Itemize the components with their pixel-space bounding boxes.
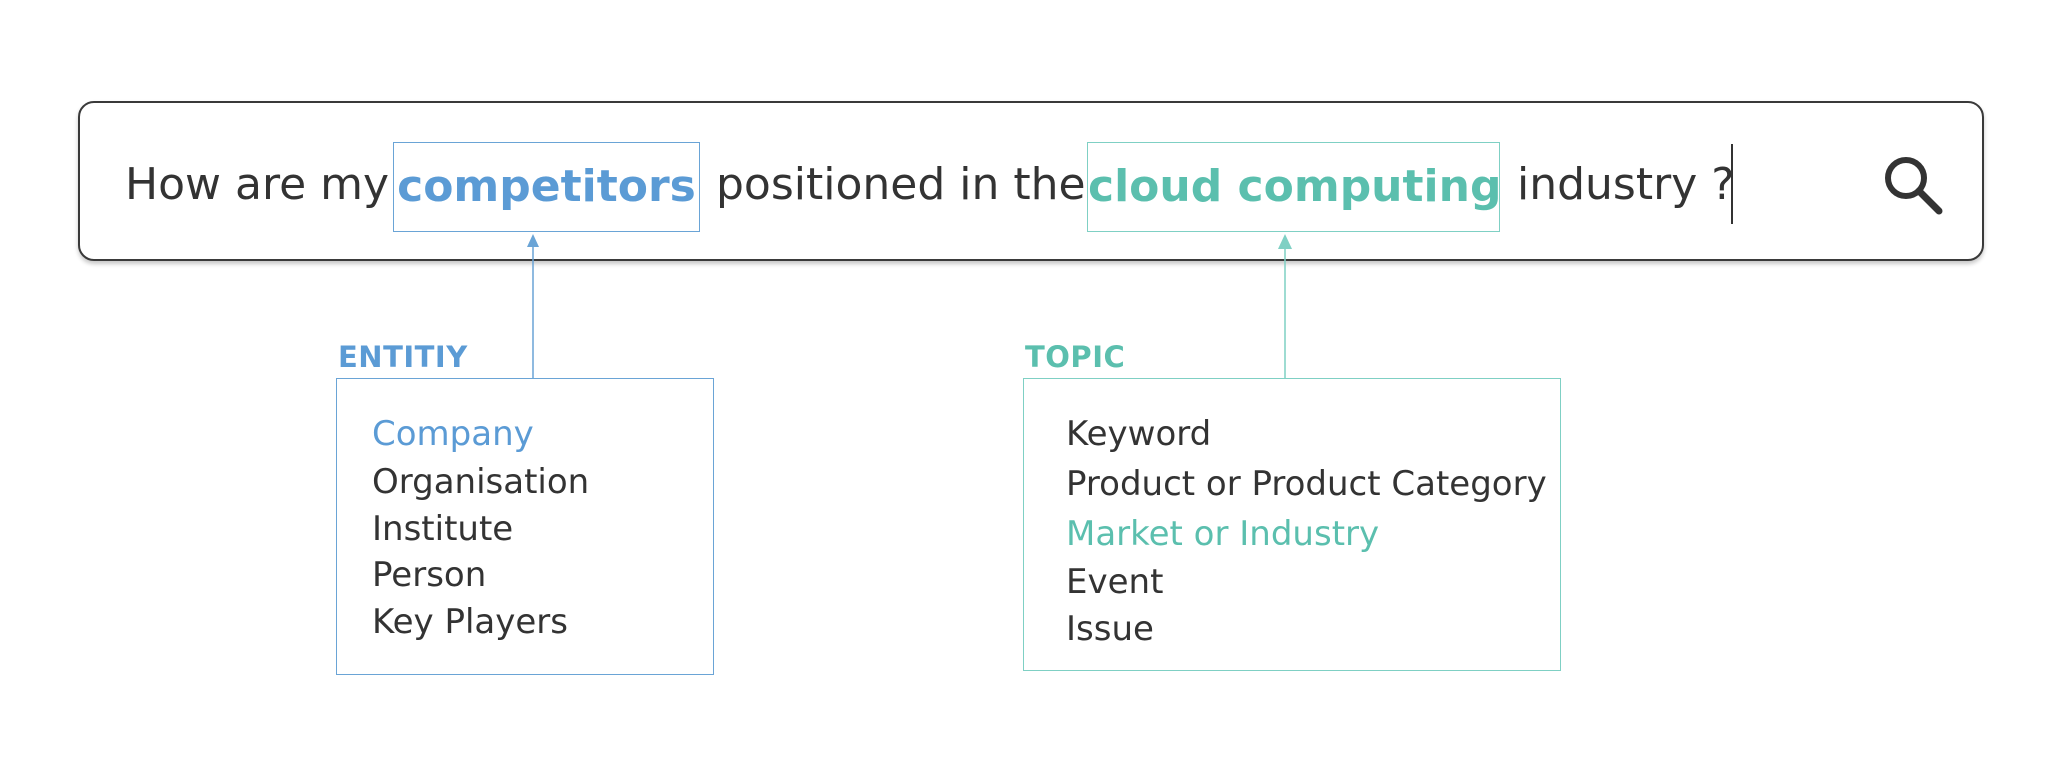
topic-option-product-category[interactable]: Product or Product Category [1066, 464, 1547, 504]
entity-panel: Company Organisation Institute Person Ke… [336, 378, 714, 675]
topic-option-event[interactable]: Event [1066, 562, 1164, 602]
entity-option-key-players[interactable]: Key Players [372, 601, 568, 642]
topic-panel: Keyword Product or Product Category Mark… [1023, 378, 1561, 671]
entity-option-institute[interactable]: Institute [372, 508, 514, 549]
topic-list: Keyword Product or Product Category Mark… [1066, 409, 1547, 652]
query-text-prefix: How are my [125, 159, 390, 210]
search-icon[interactable] [1882, 154, 1944, 216]
topic-option-market-industry[interactable]: Market or Industry [1066, 514, 1380, 554]
topic-option-issue[interactable]: Issue [1066, 608, 1154, 649]
query-text-middle: positioned in the [716, 159, 1086, 210]
entity-option-person[interactable]: Person [372, 555, 487, 595]
entity-option-organisation[interactable]: Organisation [372, 462, 590, 502]
entity-option-company[interactable]: Company [372, 414, 534, 454]
topic-chip[interactable]: cloud computing [1087, 142, 1501, 232]
topic-panel-title: TOPIC [1025, 340, 1126, 374]
entity-list: Company Organisation Institute Person Ke… [372, 409, 589, 645]
entity-chip[interactable]: competitors [393, 142, 700, 232]
entity-panel-title: ENTITIY [338, 340, 468, 374]
query-text-suffix: industry ? [1517, 159, 1735, 210]
text-caret [1731, 144, 1733, 224]
topic-option-keyword[interactable]: Keyword [1066, 414, 1212, 454]
